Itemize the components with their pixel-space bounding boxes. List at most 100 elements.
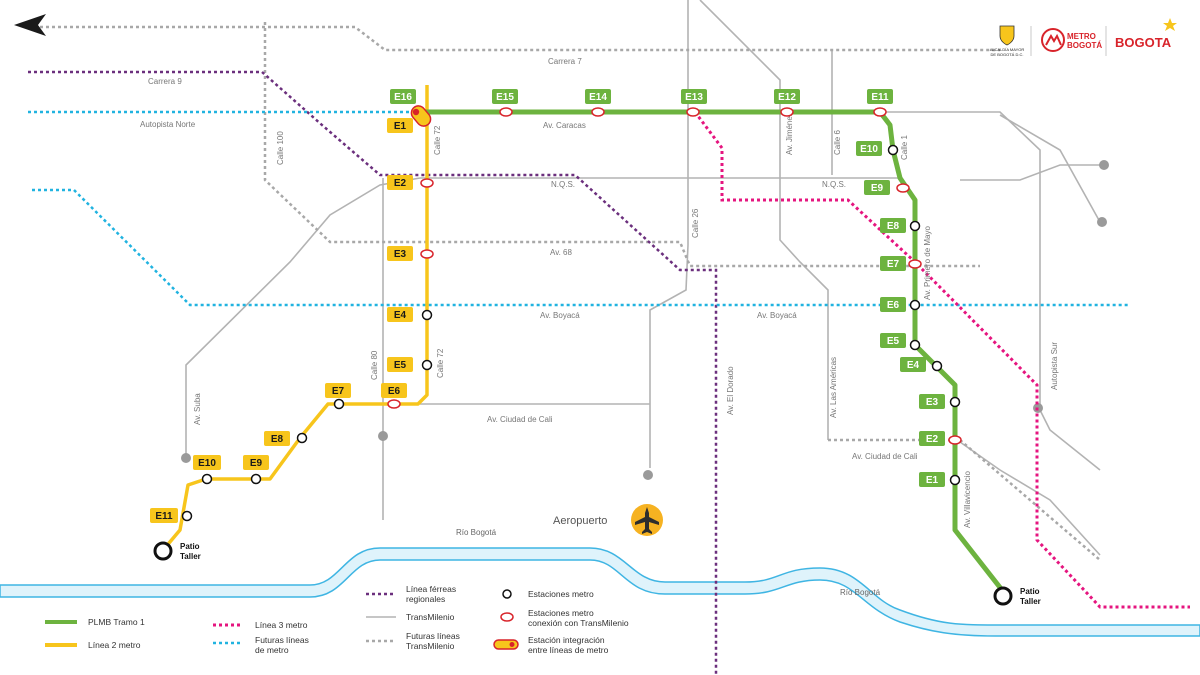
station-marker-e9[interactable]: [896, 183, 910, 193]
station-marker-e10[interactable]: [201, 473, 213, 485]
bogota-logo-text: BOGOTA: [1115, 35, 1172, 50]
metro-line-3: [693, 111, 1190, 609]
station-label-e8[interactable]: E8: [271, 434, 284, 445]
station-label-e11[interactable]: E11: [155, 511, 173, 522]
station-marker-e5[interactable]: [909, 339, 921, 351]
station-marker-e7[interactable]: [908, 259, 922, 269]
station-label-e4[interactable]: E4: [907, 360, 920, 371]
station-marker-e4[interactable]: [421, 309, 433, 321]
legend-item-tm-stations: Estaciones metro conexión con TransMilen…: [500, 608, 629, 628]
metro-logo-line1: METRO: [1067, 32, 1096, 41]
station-marker-e1[interactable]: [949, 474, 961, 486]
legend-label: Futuras líneas: [255, 635, 309, 645]
legend-item-metro-stations: Estaciones metro: [502, 589, 594, 599]
station-label-e2[interactable]: E2: [926, 434, 939, 445]
station-label-e13[interactable]: E13: [685, 92, 703, 103]
station-label-e5[interactable]: E5: [887, 336, 900, 347]
station-label-e4[interactable]: E4: [394, 310, 407, 321]
alcaldia-line1: ALCALDÍA MAYOR: [990, 47, 1025, 52]
road-label-av-las-americas: Av. Las Américas: [829, 357, 838, 418]
line1-station-markers: [499, 107, 962, 486]
alcaldia-line2: DE BOGOTÁ D.C.: [991, 52, 1024, 57]
station-label-e14[interactable]: E14: [589, 92, 607, 103]
station-marker-e12[interactable]: [780, 107, 794, 117]
road-label-calle-6: Calle 6: [833, 130, 842, 155]
road-label-av-villavicencio: Av. Villavicencio: [963, 471, 972, 528]
station-label-e7[interactable]: E7: [887, 259, 900, 270]
legend-item-rail: Línea férreas regionales: [366, 584, 456, 604]
station-marker-e9[interactable]: [250, 473, 262, 485]
station-label-e6[interactable]: E6: [887, 300, 900, 311]
station-label-e9[interactable]: E9: [250, 458, 263, 469]
station-label-e10[interactable]: E10: [860, 144, 878, 155]
regional-rail: [28, 70, 718, 675]
station-marker-e8[interactable]: [909, 220, 921, 232]
station-label-e10[interactable]: E10: [198, 458, 216, 469]
terminal-node: [1097, 217, 1107, 227]
station-marker-e6[interactable]: [909, 299, 921, 311]
station-label-e7[interactable]: E7: [332, 386, 345, 397]
back-arrow-icon[interactable]: [14, 14, 46, 36]
depot-label-line2-text: Taller: [180, 552, 201, 561]
legend-item-future-metro: Futuras líneas de metro: [213, 635, 309, 655]
road-label-nqs-west: N.Q.S.: [551, 180, 575, 189]
depot-marker[interactable]: [153, 541, 173, 561]
station-label-e1[interactable]: E1: [394, 121, 407, 132]
line1-station-labels: E16 E15 E14 E13 E12 E11 E10 E9 E8 E7 E6 …: [390, 89, 945, 487]
airport: Aeropuerto: [553, 504, 663, 536]
legend-label: TransMilenio: [406, 641, 455, 651]
river-label-west: Río Bogotá: [456, 528, 497, 537]
station-marker-e2[interactable]: [948, 435, 962, 445]
station-marker-e3[interactable]: [420, 249, 434, 259]
station-marker-e15[interactable]: [499, 107, 513, 117]
station-label-e12[interactable]: E12: [778, 92, 796, 103]
station-marker-e14[interactable]: [591, 107, 605, 117]
road-label-av-el-dorado: Av. El Dorado: [726, 366, 735, 415]
legend-label: Línea 2 metro: [88, 640, 141, 650]
legend-item-transmilenio: TransMilenio: [366, 612, 455, 622]
road-label-carrera-7: Carrera 7: [548, 57, 582, 66]
legend-label: conexión con TransMilenio: [528, 618, 629, 628]
road-labels: Carrera 7 Carrera 9 Autopista Norte Av. …: [140, 57, 1059, 597]
station-marker-e8[interactable]: [296, 432, 308, 444]
logos: ALCALDÍA MAYOR DE BOGOTÁ D.C. METRO BOGO…: [990, 18, 1177, 57]
station-marker-e5[interactable]: [421, 359, 433, 371]
terminal-node: [378, 431, 388, 441]
road-label-av-ciudad-de-cali-west: Av. Ciudad de Cali: [487, 415, 553, 424]
station-marker-e7[interactable]: [333, 398, 345, 410]
station-marker-e10[interactable]: [887, 144, 899, 156]
station-marker-e11[interactable]: [873, 107, 887, 117]
station-label-e3[interactable]: E3: [926, 397, 939, 408]
station-marker-e2[interactable]: [420, 178, 434, 188]
line2-station-labels: E1 E2 E3 E4 E5 E6 E7 E8 E9 E10 E11: [150, 118, 413, 523]
depot-marker[interactable]: [993, 586, 1013, 606]
integration-station-e16-e1[interactable]: [409, 103, 434, 129]
station-marker-e4[interactable]: [931, 360, 943, 372]
future-metro-lines: [28, 110, 1130, 307]
legend-label: PLMB Tramo 1: [88, 617, 145, 627]
legend-item-line2: Línea 2 metro: [45, 640, 141, 650]
station-label-e3[interactable]: E3: [394, 249, 407, 260]
road-label-calle-1: Calle 1: [900, 135, 909, 160]
depot-line2: Patio Taller: [153, 541, 201, 561]
star-icon: [1163, 18, 1177, 31]
station-label-e8[interactable]: E8: [887, 221, 900, 232]
road-label-av-caracas: Av. Caracas: [543, 121, 586, 130]
station-marker-e13[interactable]: [686, 107, 700, 117]
road-label-carrera-9: Carrera 9: [148, 77, 182, 86]
alcaldia-logo: ALCALDÍA MAYOR DE BOGOTÁ D.C.: [990, 25, 1025, 57]
station-label-e9[interactable]: E9: [871, 183, 884, 194]
station-marker-e6[interactable]: [387, 399, 401, 409]
station-label-e1[interactable]: E1: [926, 475, 939, 486]
legend-label: Estaciones metro: [528, 608, 594, 618]
road-label-av-ciudad-de-cali-east: Av. Ciudad de Cali: [852, 452, 918, 461]
metro-line-1: [420, 109, 1004, 592]
station-label-e15[interactable]: E15: [496, 92, 514, 103]
station-label-e2[interactable]: E2: [394, 178, 407, 189]
station-label-e6[interactable]: E6: [388, 386, 401, 397]
station-marker-e3[interactable]: [949, 396, 961, 408]
station-label-e11[interactable]: E11: [871, 92, 889, 103]
station-label-e16[interactable]: E16: [394, 92, 412, 103]
station-label-e5[interactable]: E5: [394, 360, 407, 371]
station-marker-e11[interactable]: [181, 510, 193, 522]
